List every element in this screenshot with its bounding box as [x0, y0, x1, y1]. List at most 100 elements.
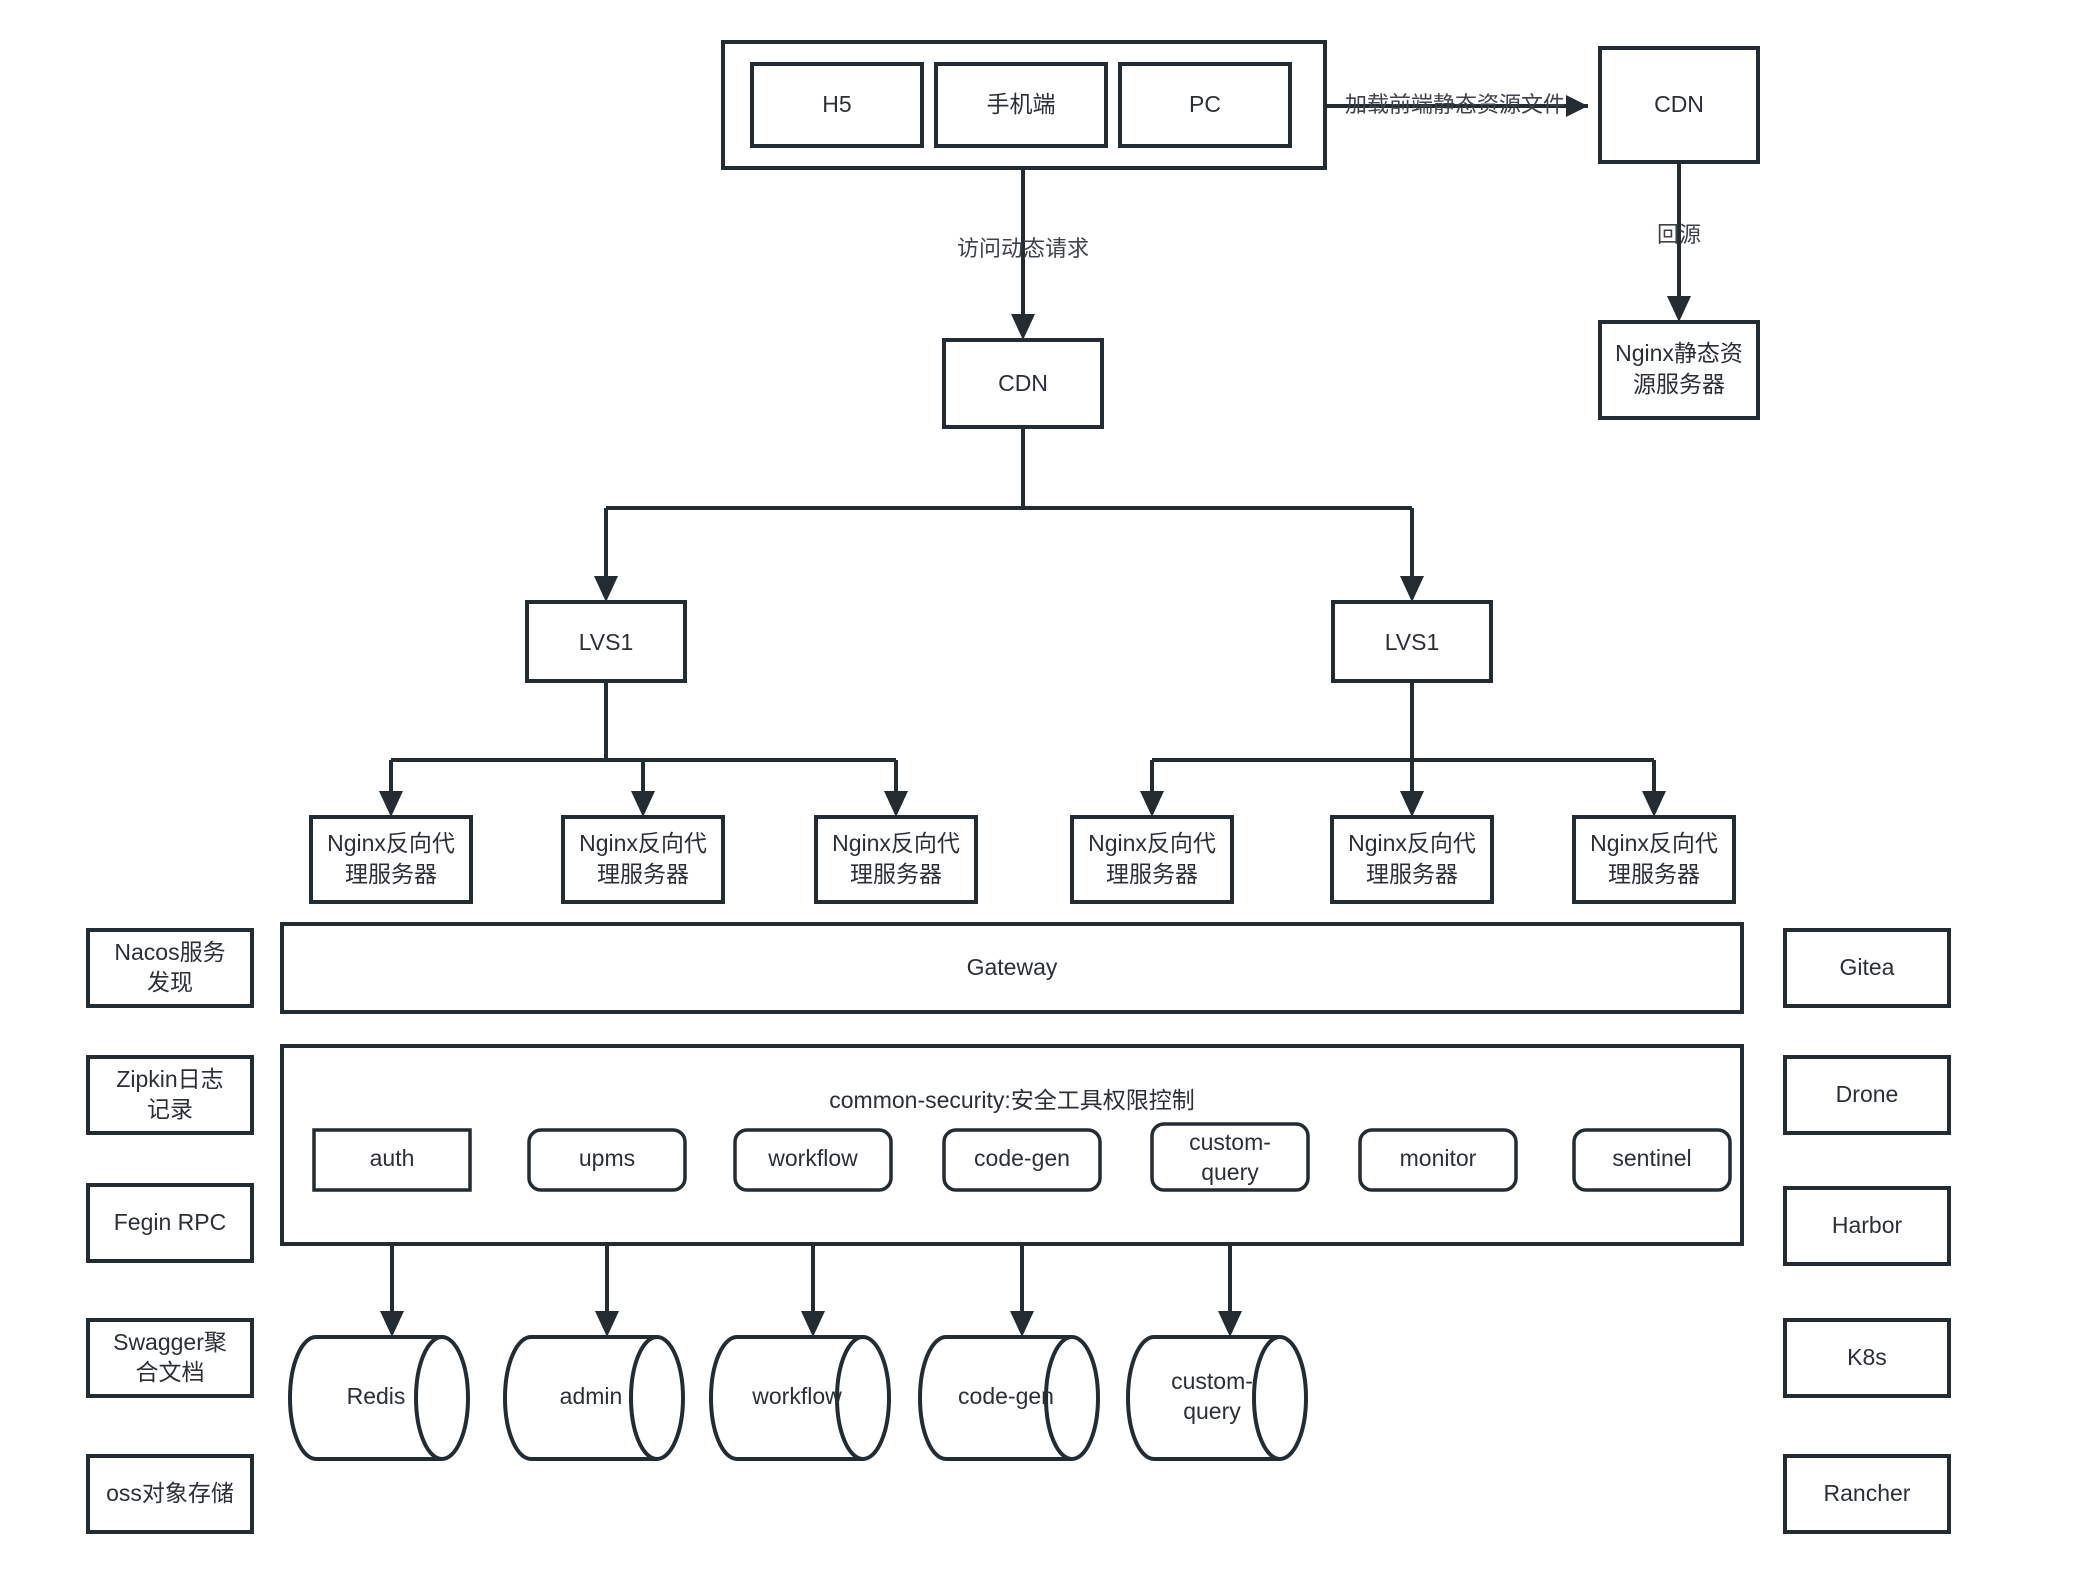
client-label-h5: H5 — [822, 91, 851, 117]
nginx-proxy-4-box[interactable] — [1070, 815, 1234, 904]
arrowhead-cdn-static — [1566, 95, 1588, 117]
edge-label-load-static: 加载前端静态资源文件 — [1345, 92, 1565, 117]
nginx-proxy-4-label-line2: 理服务器 — [1106, 861, 1198, 887]
node-service-workflow[interactable]: workflow — [733, 1128, 893, 1192]
nginx-proxy-3-box[interactable] — [814, 815, 978, 904]
arrowhead-cdn-dynamic — [1011, 314, 1035, 340]
nginx-proxy-6-label-line2: 理服务器 — [1608, 861, 1700, 887]
sidebar-left-swagger-box[interactable] — [86, 1318, 254, 1398]
node-service-auth[interactable]: auth — [312, 1128, 472, 1192]
service-auth-box[interactable] — [312, 1128, 472, 1192]
service-workflow-box[interactable] — [733, 1128, 893, 1192]
client-box-mobile[interactable] — [934, 62, 1108, 148]
client-box-pc[interactable] — [1118, 62, 1292, 148]
node-nginx-proxy-6[interactable]: Nginx反向代 理服务器 — [1572, 815, 1736, 904]
arrowhead-nginx-6 — [1642, 791, 1666, 817]
arrowhead-nginx-1 — [379, 791, 403, 817]
nginx-proxy-6-box[interactable] — [1572, 815, 1736, 904]
node-service-custom-query[interactable]: custom- query — [1150, 1122, 1310, 1192]
lvs-right-box[interactable] — [1331, 600, 1493, 683]
nginx-proxy-3-label-line1: Nginx反向代 — [832, 830, 960, 856]
node-datastore-redis[interactable]: Redis — [288, 1335, 470, 1461]
node-datastore-admin[interactable]: admin — [503, 1335, 685, 1461]
node-service-monitor[interactable]: monitor — [1358, 1128, 1518, 1192]
sidebar-right-item-drone[interactable]: Drone — [1783, 1055, 1951, 1135]
nginx-static-box[interactable] — [1598, 320, 1760, 420]
sidebar-left-item-oss[interactable]: oss对象存储 — [86, 1454, 254, 1534]
client-label-pc: PC — [1189, 91, 1221, 117]
node-nginx-static-server[interactable]: Nginx静态资 源服务器 — [1598, 320, 1760, 420]
nginx-proxy-1-label-line2: 理服务器 — [345, 861, 437, 887]
sidebar-left-item-zipkin[interactable]: Zipkin日志 记录 — [86, 1055, 254, 1135]
node-service-code-gen[interactable]: code-gen — [942, 1128, 1102, 1192]
sidebar-right-gitea-box[interactable] — [1783, 928, 1951, 1008]
cdn-dynamic-label: CDN — [998, 370, 1048, 396]
nginx-proxy-1-label-line1: Nginx反向代 — [327, 830, 455, 856]
node-datastore-custom-query[interactable]: custom- query — [1126, 1335, 1308, 1461]
nginx-static-label-line1: Nginx静态资 — [1615, 340, 1743, 366]
sidebar-right-item-harbor[interactable]: Harbor — [1783, 1186, 1951, 1266]
node-nginx-proxy-3[interactable]: Nginx反向代 理服务器 — [814, 815, 978, 904]
sidebar-left-oss-box[interactable] — [86, 1454, 254, 1534]
service-upms-box[interactable] — [527, 1128, 687, 1192]
sidebar-left-fegin-box[interactable] — [86, 1183, 254, 1263]
cdn-static-box[interactable] — [1598, 46, 1760, 164]
node-nginx-proxy-4[interactable]: Nginx反向代 理服务器 — [1070, 815, 1234, 904]
node-datastore-code-gen[interactable]: code-gen — [918, 1335, 1100, 1461]
client-box-h5[interactable] — [750, 62, 924, 148]
service-sentinel-label: sentinel — [1612, 1145, 1691, 1171]
sidebar-right-k8s-box[interactable] — [1783, 1318, 1951, 1398]
nginx-proxy-2-label-line1: Nginx反向代 — [579, 830, 707, 856]
edge-label-back-to-origin: 回源 — [1657, 222, 1701, 247]
lvs-left-label: LVS1 — [579, 629, 634, 655]
cdn-dynamic-box[interactable] — [942, 338, 1104, 429]
nginx-proxy-5-box[interactable] — [1330, 815, 1494, 904]
sidebar-left-nacos-box[interactable] — [86, 928, 254, 1008]
sidebar-right-item-gitea[interactable]: Gitea — [1783, 928, 1951, 1008]
sidebar-right-item-k8s[interactable]: K8s — [1783, 1318, 1951, 1398]
sidebar-left-nacos-label-line1: Nacos服务 — [114, 939, 225, 965]
node-nginx-proxy-5[interactable]: Nginx反向代 理服务器 — [1330, 815, 1494, 904]
sidebar-right-k8s-label: K8s — [1847, 1344, 1887, 1370]
node-service-sentinel[interactable]: sentinel — [1572, 1128, 1732, 1192]
sidebar-right-rancher-label: Rancher — [1824, 1480, 1911, 1506]
nginx-proxy-2-box[interactable] — [561, 815, 725, 904]
arrowhead-admin — [595, 1311, 619, 1337]
sidebar-left-item-nacos[interactable]: Nacos服务 发现 — [86, 928, 254, 1008]
gateway-band[interactable]: Gateway — [280, 922, 1744, 1014]
sidebar-left-zipkin-label-line2: 记录 — [147, 1096, 193, 1122]
service-sentinel-box[interactable] — [1572, 1128, 1732, 1192]
sidebar-left-swagger-label-line2: 合文档 — [136, 1359, 205, 1385]
sidebar-left-item-fegin-rpc[interactable]: Fegin RPC — [86, 1183, 254, 1263]
sidebar-right-drone-box[interactable] — [1783, 1055, 1951, 1135]
service-custom-query-label-line1: custom- — [1189, 1129, 1271, 1155]
node-lvs-right[interactable]: LVS1 — [1331, 600, 1493, 683]
sidebar-left-item-swagger[interactable]: Swagger聚 合文档 — [86, 1318, 254, 1398]
gateway-band-box[interactable] — [280, 922, 1744, 1014]
lvs-left-box[interactable] — [525, 600, 687, 683]
node-nginx-proxy-1[interactable]: Nginx反向代 理服务器 — [309, 815, 473, 904]
sidebar-right-rancher-box[interactable] — [1783, 1454, 1951, 1534]
service-code-gen-box[interactable] — [942, 1128, 1102, 1192]
datastore-custom-query-cap — [1252, 1335, 1281, 1461]
node-cdn-static[interactable]: CDN — [1598, 46, 1760, 164]
security-band-label: common-security:安全工具权限控制 — [829, 1087, 1194, 1113]
node-service-upms[interactable]: upms — [527, 1128, 687, 1192]
datastore-admin-cap — [629, 1335, 658, 1461]
arrowhead-customquery-db — [1218, 1311, 1242, 1337]
nginx-proxy-1-box[interactable] — [309, 815, 473, 904]
sidebar-right-harbor-box[interactable] — [1783, 1186, 1951, 1266]
datastore-workflow-cap — [835, 1335, 864, 1461]
node-nginx-proxy-2[interactable]: Nginx反向代 理服务器 — [561, 815, 725, 904]
sidebar-right-item-rancher[interactable]: Rancher — [1783, 1454, 1951, 1534]
service-custom-query-box[interactable] — [1150, 1122, 1310, 1192]
cdn-static-label: CDN — [1654, 91, 1704, 117]
sidebar-left-zipkin-box[interactable] — [86, 1055, 254, 1135]
node-lvs-left[interactable]: LVS1 — [525, 600, 687, 683]
datastore-custom-query-label-line2: query — [1183, 1398, 1241, 1424]
datastore-custom-query-label-line1: custom- — [1171, 1368, 1253, 1394]
service-monitor-box[interactable] — [1358, 1128, 1518, 1192]
node-cdn-dynamic[interactable]: CDN — [942, 338, 1104, 429]
node-datastore-workflow[interactable]: workflow — [709, 1335, 891, 1461]
nginx-proxy-5-label-line1: Nginx反向代 — [1348, 830, 1476, 856]
